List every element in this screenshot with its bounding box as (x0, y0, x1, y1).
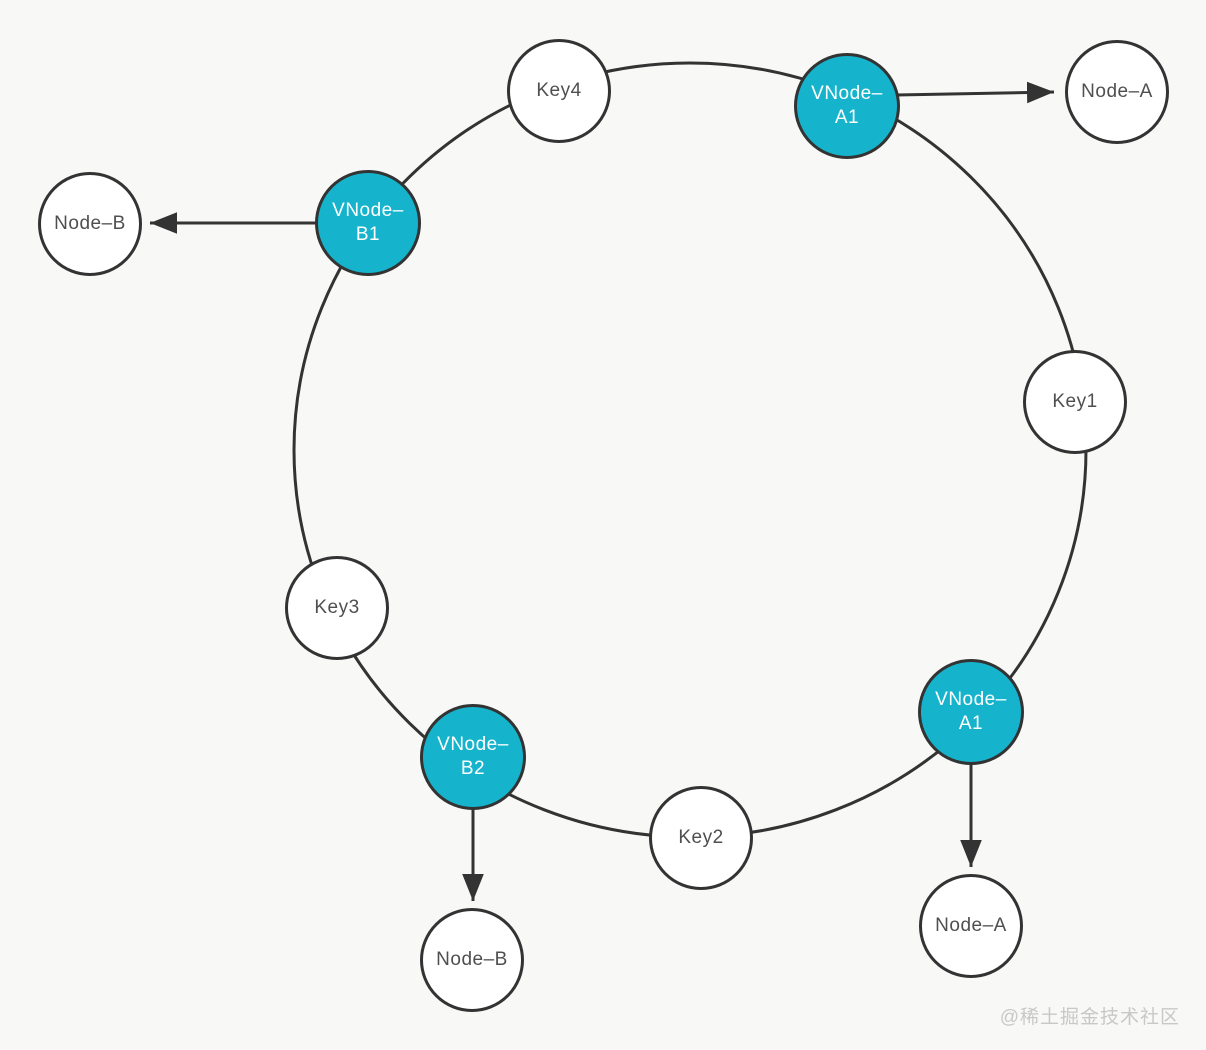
external-node-b-left: Node–B (38, 172, 142, 276)
external-node-a-top: Node–A (1065, 40, 1169, 144)
node-label: Key2 (678, 826, 724, 848)
node-label: VNode– A1 (935, 688, 1007, 734)
ring-node-vnode-b1: VNode– B1 (315, 170, 421, 276)
ring-node-key2: Key2 (649, 786, 753, 890)
node-label: VNode– B2 (437, 733, 509, 779)
node-label: Key4 (536, 79, 582, 101)
ring-node-vnode-a1-bottom: VNode– A1 (918, 659, 1024, 765)
external-node-b-bottom: Node–B (420, 908, 524, 1012)
node-label: Node–A (1081, 80, 1153, 102)
node-label: VNode– B1 (332, 199, 404, 245)
ring-node-vnode-b2: VNode– B2 (420, 704, 526, 810)
ring-node-vnode-a1-top: VNode– A1 (794, 53, 900, 159)
external-node-a-bottom: Node–A (919, 874, 1023, 978)
ring-node-key4: Key4 (507, 39, 611, 143)
arrow-vnode-a1-top-to-node-a (895, 81, 1055, 104)
ring-node-key1: Key1 (1023, 350, 1127, 454)
ring-node-key3: Key3 (285, 556, 389, 660)
node-label: Node–A (935, 914, 1007, 936)
node-label: Key1 (1052, 390, 1098, 412)
node-label: Key3 (314, 596, 360, 618)
node-label: VNode– A1 (811, 82, 883, 128)
node-label: Node–B (436, 948, 508, 970)
node-label: Node–B (54, 212, 126, 234)
watermark: @稀土掘金技术社区 (999, 1007, 1180, 1028)
